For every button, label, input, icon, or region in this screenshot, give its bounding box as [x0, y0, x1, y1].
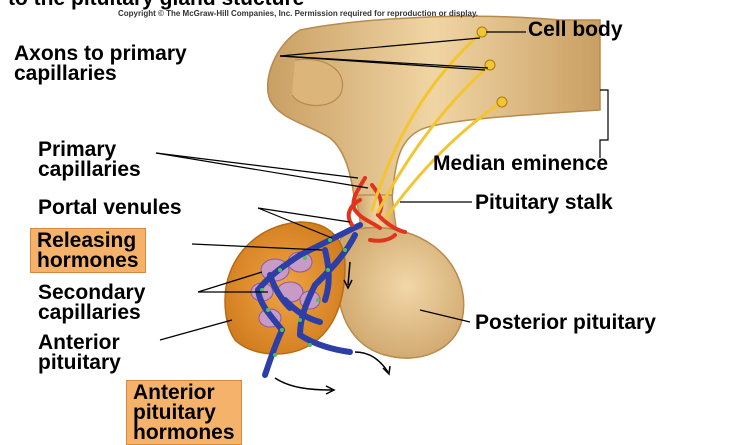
- label-axons: Axons to primary capillaries: [14, 44, 187, 84]
- hypothalamus-tissue: [268, 16, 600, 205]
- label-anterior-pituitary: Anterior pituitary: [38, 333, 121, 373]
- label-portal-venules-text: Portal venules: [38, 196, 182, 219]
- label-anterior-line1: Anterior: [38, 333, 121, 353]
- label-ant-horm-line2: pituitary: [133, 403, 235, 423]
- label-ant-horm-line1: Anterior: [133, 383, 235, 403]
- label-cell-body-text: Cell body: [528, 18, 623, 41]
- label-posterior-pituitary: Posterior pituitary: [475, 313, 656, 333]
- label-releasing-hormones: Releasing hormones: [30, 228, 146, 273]
- label-primary-line2: capillaries: [38, 160, 141, 180]
- label-ant-horm-line3: hormones: [133, 423, 235, 443]
- posterior-pituitary-lobe: [337, 227, 464, 358]
- label-portal-venules: Portal venules: [38, 198, 182, 218]
- label-axons-line1: Axons to primary: [14, 44, 187, 64]
- label-median-eminence: Median eminence: [433, 154, 608, 174]
- label-median-eminence-text: Median eminence: [433, 152, 608, 175]
- label-anterior-pituitary-hormones: Anterior pituitary hormones: [126, 380, 242, 445]
- label-pituitary-stalk-text: Pituitary stalk: [475, 191, 613, 214]
- label-primary-line1: Primary: [38, 140, 141, 160]
- label-releasing-line1: Releasing: [37, 231, 139, 251]
- label-posterior-pituitary-text: Posterior pituitary: [475, 311, 656, 334]
- label-primary-capillaries: Primary capillaries: [38, 140, 141, 180]
- label-secondary-capillaries: Secondary capillaries: [38, 283, 145, 323]
- label-axons-line2: capillaries: [14, 64, 187, 84]
- label-pituitary-stalk: Pituitary stalk: [475, 193, 613, 213]
- label-anterior-line2: pituitary: [38, 353, 121, 373]
- label-secondary-line2: capillaries: [38, 303, 145, 323]
- label-releasing-line2: hormones: [37, 251, 139, 271]
- label-secondary-line1: Secondary: [38, 283, 145, 303]
- copyright-notice: Copyright © The McGraw-Hill Companies, I…: [118, 9, 478, 18]
- label-cell-body: Cell body: [528, 20, 623, 40]
